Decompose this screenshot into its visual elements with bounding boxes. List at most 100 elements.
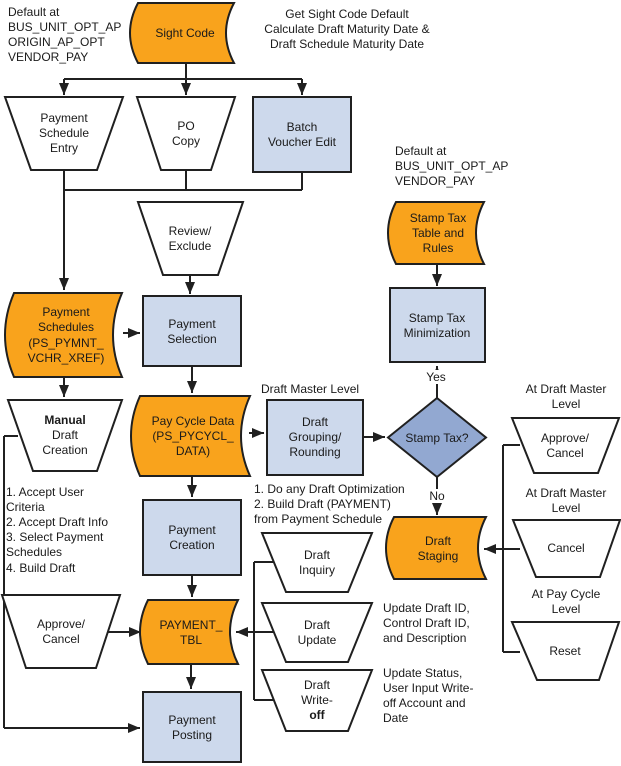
node-label: Copy: [172, 134, 200, 148]
annotation-line: off Account and: [383, 696, 466, 710]
node-label: PO: [177, 119, 194, 133]
node-label: Draft: [52, 428, 79, 442]
annotation-line: Default at: [395, 144, 447, 158]
annotation-line: VENDOR_PAY: [395, 174, 475, 188]
annotation-update-status: Update Status, User Input Write- off Acc…: [383, 666, 473, 725]
node-label: Rules: [423, 241, 454, 255]
annotation-update-draft-id: Update Draft ID, Control Draft ID, and D…: [383, 601, 470, 645]
node-payment-selection: Payment Selection: [142, 295, 242, 367]
annotation-line: 2. Build Draft (PAYMENT): [254, 497, 391, 511]
node-label: TBL: [180, 633, 202, 647]
annotation-draft-optimization: 1. Do any Draft Optimization 2. Build Dr…: [254, 482, 405, 526]
manual-operation-shape: [260, 532, 374, 593]
node-draft-grouping: Draft Grouping/ Rounding: [266, 399, 364, 476]
annotation-manual-steps: 1. Accept User Criteria 2. Accept Draft …: [6, 485, 108, 575]
annotation-line: VENDOR_PAY: [8, 50, 88, 64]
annotation-line: ORIGIN_AP_OPT: [8, 35, 105, 49]
node-label: Voucher Edit: [268, 135, 337, 149]
node-label: Stamp Tax: [410, 211, 466, 225]
process-shape: [142, 499, 242, 576]
node-payment-posting: Payment Posting: [142, 691, 242, 763]
annotation-default-right: Default at BUS_UNIT_OPT_AP VENDOR_PAY: [395, 144, 508, 188]
node-review-exclude: Review/ Exclude: [136, 201, 245, 276]
no-label: No: [429, 489, 445, 503]
annotation-line: 3. Select Payment: [6, 530, 104, 544]
node-label: Table and: [412, 226, 464, 240]
node-payment-tbl: PAYMENT_ TBL: [139, 599, 240, 665]
annotation-line: 4. Build Draft: [6, 561, 76, 575]
node-label: Grouping/: [289, 430, 342, 444]
node-label: Posting: [172, 728, 212, 742]
node-draft-writeoff: Draft Write- off: [260, 669, 374, 732]
node-label: Staging: [418, 549, 459, 563]
stored-data-shape: [129, 1, 236, 64]
annotation-line: 1. Accept User: [6, 485, 84, 499]
node-label: Stamp Tax?: [405, 431, 468, 445]
manual-operation-shape: [135, 96, 237, 171]
node-payment-schedules: Payment Schedules (PS_PYMNT_ VCHR_XREF): [4, 292, 124, 378]
stored-data-shape: [387, 201, 486, 265]
node-label: (PS_PYCYCL_: [152, 429, 234, 443]
node-sight-code: Sight Code: [129, 1, 236, 64]
node-reset-right: Reset: [510, 621, 621, 681]
node-label: PAYMENT_: [160, 618, 223, 632]
annotation-line: User Input Write-: [383, 681, 473, 695]
manual-operation-shape: [510, 417, 621, 474]
node-draft-staging: Draft Staging: [385, 516, 488, 580]
annotation-line: At Pay Cycle: [532, 587, 601, 601]
label-backdrop: [424, 489, 450, 503]
node-label: VCHR_XREF): [28, 351, 105, 365]
node-label: Manual: [44, 413, 85, 427]
node-approve-cancel-right: Approve/ Cancel: [510, 417, 621, 474]
node-label: Creation: [42, 443, 87, 457]
node-draft-inquiry: Draft Inquiry: [260, 532, 374, 593]
manual-operation-shape: [260, 602, 374, 663]
node-label: Draft: [302, 415, 329, 429]
annotation-line: 2. Accept Draft Info: [6, 515, 108, 529]
node-label: Draft: [304, 618, 331, 632]
annotation-line: Date: [383, 711, 409, 725]
node-label: Write-: [301, 693, 333, 707]
annotation-yes: Yes: [421, 370, 451, 384]
node-label: DATA): [176, 444, 210, 458]
node-label: Rounding: [289, 445, 340, 459]
annotation-draft-master-level: Draft Master Level: [261, 382, 359, 396]
annotation-line: Schedules: [6, 545, 62, 559]
manual-operation-shape: [136, 201, 245, 276]
node-label: Exclude: [169, 239, 212, 253]
annotation-line: Level: [552, 501, 581, 515]
node-label: Approve/: [541, 431, 590, 445]
node-cancel-right: Cancel: [511, 519, 621, 578]
node-payment-creation: Payment Creation: [142, 499, 242, 576]
annotation-no: No: [424, 489, 450, 503]
annotation-line: At Draft Master: [526, 486, 607, 500]
process-shape: [266, 399, 364, 476]
node-approve-cancel-left: Approve/ Cancel: [0, 594, 122, 669]
node-label: Creation: [169, 538, 214, 552]
process-shape: [389, 287, 486, 363]
stored-data-shape: [130, 395, 252, 477]
annotation-line: Draft Master Level: [261, 382, 359, 396]
node-label: (PS_PYMNT_: [28, 336, 104, 350]
stored-data-shape: [385, 516, 488, 580]
node-manual-draft-creation: Manual Draft Creation: [6, 399, 124, 472]
annotation-line: and Description: [383, 631, 466, 645]
label-backdrop: [421, 370, 451, 384]
node-draft-update: Draft Update: [260, 602, 374, 663]
node-label: Sight Code: [155, 26, 215, 40]
decision-shape: [386, 396, 488, 479]
node-label: Payment: [168, 713, 216, 727]
node-label: Minimization: [404, 326, 471, 340]
node-label: off: [309, 708, 325, 722]
annotation-line: 1. Do any Draft Optimization: [254, 482, 405, 496]
process-shape: [142, 691, 242, 763]
node-pay-cycle-data: Pay Cycle Data (PS_PYCYCL_ DATA): [130, 395, 252, 477]
annotation-line: Default at: [8, 5, 60, 19]
process-shape: [142, 295, 242, 367]
annotation-default-top-left: Default at BUS_UNIT_OPT_AP ORIGIN_AP_OPT…: [8, 5, 121, 64]
node-label: Stamp Tax: [409, 311, 465, 325]
stored-data-shape: [139, 599, 240, 665]
manual-operation-shape: [6, 399, 124, 472]
